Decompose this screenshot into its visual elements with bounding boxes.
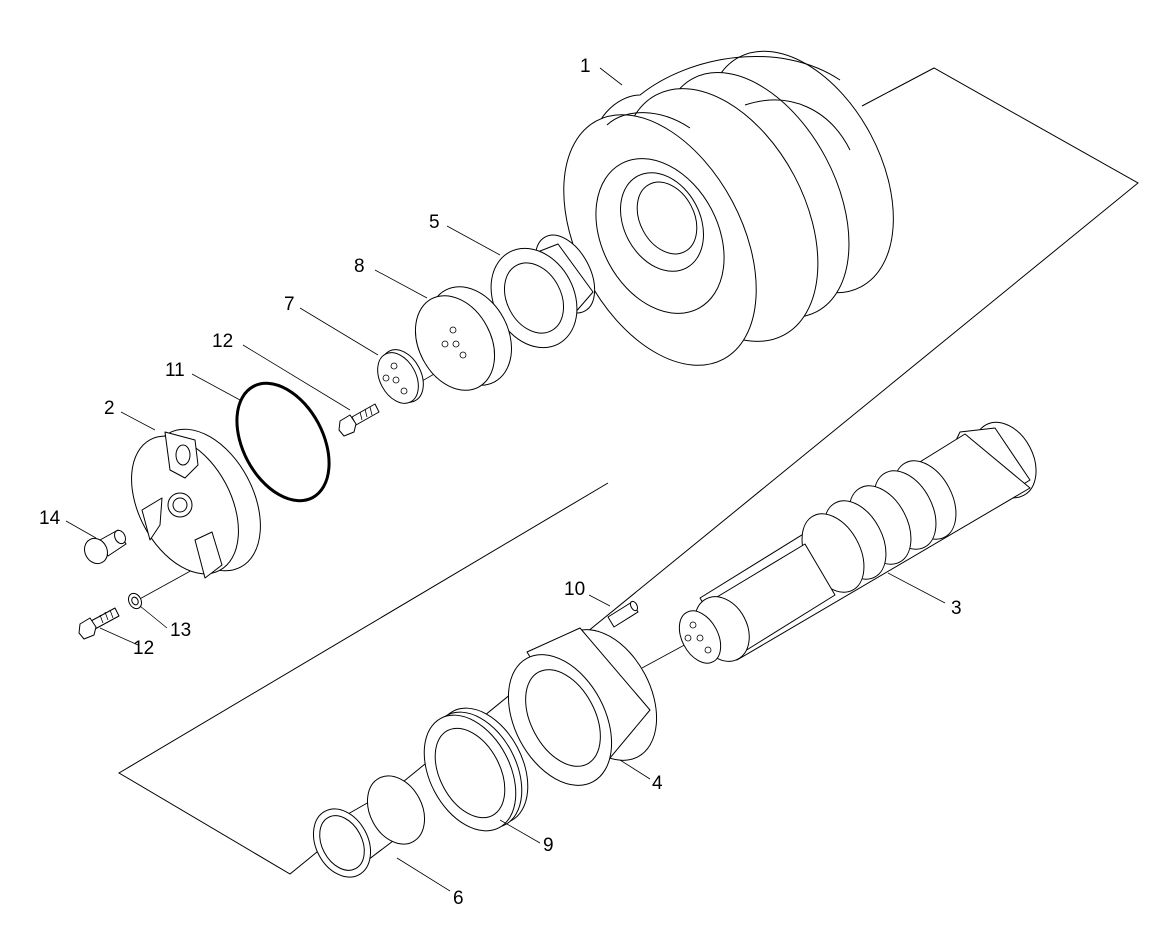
leader-lines <box>65 67 946 892</box>
callout-1: 1 <box>580 56 591 77</box>
callout-12-upper: 12 <box>212 331 233 352</box>
callout-7: 7 <box>284 294 295 315</box>
part-9-floating-seal <box>423 707 529 832</box>
part-12-upper-bolt <box>338 403 380 437</box>
callout-13: 13 <box>170 620 191 641</box>
callout-labels: 1 2 3 4 5 6 7 8 9 10 11 12 12 13 14 <box>39 56 962 909</box>
part-10-pin <box>607 600 639 628</box>
callout-11: 11 <box>165 360 185 381</box>
callout-10: 10 <box>564 579 585 600</box>
part-8-cover <box>414 286 512 391</box>
callout-5: 5 <box>429 212 440 233</box>
assembly-boundary <box>118 67 1139 875</box>
callout-8: 8 <box>354 256 365 277</box>
callout-2: 2 <box>104 398 115 419</box>
callout-6: 6 <box>453 888 464 909</box>
part-3-roller-shaft <box>678 421 1037 664</box>
part-12-lower-bolt <box>78 607 120 640</box>
part-1-track-roller <box>563 50 894 366</box>
callout-4: 4 <box>652 773 663 794</box>
part-14-plug <box>84 529 127 565</box>
callout-9: 9 <box>543 835 554 856</box>
callout-14: 14 <box>39 508 61 529</box>
part-5-flanged-bushing <box>490 234 596 349</box>
part-11-o-ring <box>235 381 331 503</box>
part-2-end-collar <box>131 428 261 579</box>
part-6-plain-bushing <box>312 775 426 878</box>
part-4-collar <box>507 627 658 786</box>
callout-3: 3 <box>951 598 962 619</box>
callout-12-lower: 12 <box>133 638 154 659</box>
part-13-washer <box>128 592 142 610</box>
part-7-plate <box>377 349 424 404</box>
